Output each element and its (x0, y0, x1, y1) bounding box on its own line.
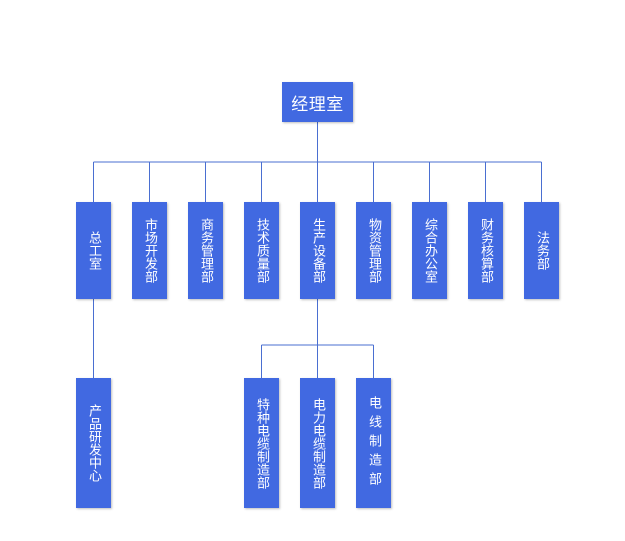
node-label: 电力电缆制造部 (310, 397, 325, 489)
node-label: 综合办公室 (422, 218, 437, 283)
node-label: 市场开发部 (142, 218, 157, 283)
node-label: 产品研发中心 (86, 404, 101, 482)
node-label: 电线制造部 (366, 395, 381, 491)
node-label: 技术质量部 (254, 218, 269, 283)
node-label: 物资管理部 (366, 218, 381, 283)
node-chief-engineer-office: 总工室 (76, 202, 111, 299)
node-label: 生产设备部 (310, 218, 325, 283)
node-label: 法务部 (534, 231, 549, 270)
node-finance-accounting-dept: 财务核算部 (468, 202, 503, 299)
node-label: 财务核算部 (478, 218, 493, 283)
node-label: 商务管理部 (198, 218, 213, 283)
node-business-management-dept: 商务管理部 (188, 202, 223, 299)
node-manager-office: 经理室 (282, 82, 353, 122)
node-label: 总工室 (86, 231, 101, 270)
node-power-cable-manufacturing: 电力电缆制造部 (300, 378, 335, 508)
node-product-rd-center: 产品研发中心 (76, 378, 111, 508)
node-materials-management-dept: 物资管理部 (356, 202, 391, 299)
node-wire-manufacturing: 电线制造部 (356, 378, 391, 508)
node-special-cable-manufacturing: 特种电缆制造部 (244, 378, 279, 508)
node-legal-dept: 法务部 (524, 202, 559, 299)
node-label: 经理室 (291, 94, 344, 115)
node-general-office: 综合办公室 (412, 202, 447, 299)
node-technical-quality-dept: 技术质量部 (244, 202, 279, 299)
node-label: 特种电缆制造部 (254, 397, 269, 489)
node-production-equipment-dept: 生产设备部 (300, 202, 335, 299)
node-market-development-dept: 市场开发部 (132, 202, 167, 299)
